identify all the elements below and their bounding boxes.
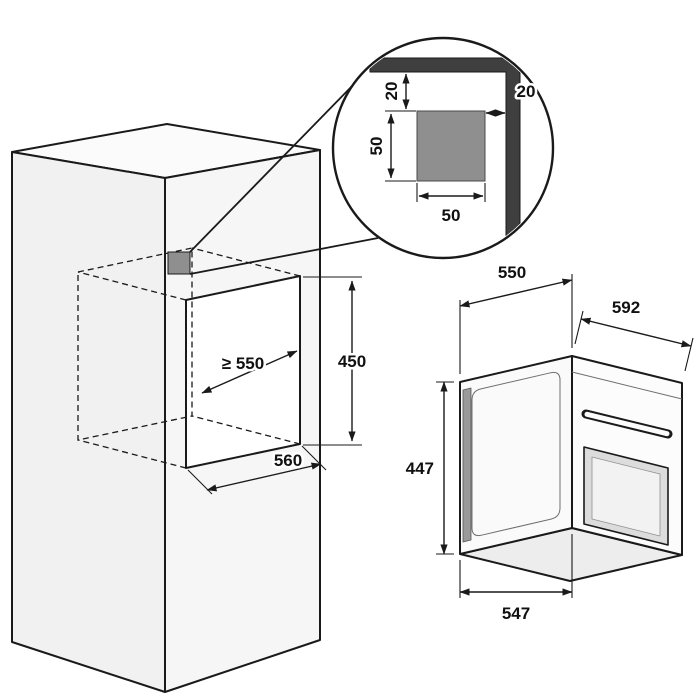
cavity-bottom-right-dashed xyxy=(191,415,301,445)
cutout-width-label: 50 xyxy=(442,206,461,225)
ext-line xyxy=(574,310,584,345)
oven-door-glass-inner xyxy=(591,456,661,537)
ext-line xyxy=(684,337,694,372)
niche-width-label: 560 xyxy=(274,451,302,470)
dim-niche-height: 450 xyxy=(303,276,369,446)
vent-cutout-square xyxy=(416,110,486,182)
cabinet-left-face xyxy=(11,151,166,693)
dim-oven-width: 592 xyxy=(574,296,694,372)
dim-detail-gap-side: 20 xyxy=(485,80,538,117)
oven-height-label: 447 xyxy=(406,459,434,478)
oven-top-depth-label: 550 xyxy=(498,263,526,282)
oven-side-face xyxy=(459,355,573,555)
dim-arrow xyxy=(459,278,573,308)
ext-line xyxy=(301,445,327,471)
cutout-height-label: 50 xyxy=(367,137,386,156)
vent-cutout-marker xyxy=(167,251,191,275)
cavity-top-left-dashed xyxy=(77,271,187,301)
oven-side-trim xyxy=(462,387,472,543)
dim-arrow xyxy=(580,317,692,348)
cabinet-drawing xyxy=(11,123,321,693)
dim-oven-depth-top: 550 xyxy=(459,261,573,374)
callout-leader-upper xyxy=(189,81,357,253)
oven-width-label: 592 xyxy=(612,298,640,317)
niche-height-label: 450 xyxy=(338,352,366,371)
oven-bottom-depth-label: 547 xyxy=(502,604,530,623)
cavity-bottom-left-dashed xyxy=(77,439,187,469)
gap-top-label: 20 xyxy=(382,82,401,101)
hidden-cavity-lines xyxy=(77,247,301,469)
oven-handle-inner xyxy=(584,411,670,437)
dim-arrow xyxy=(201,350,298,394)
dim-detail-cutout-width: 50 xyxy=(416,183,486,228)
dim-detail-cutout-height: 50 xyxy=(365,110,416,182)
cavity-top-right-dashed xyxy=(191,247,301,277)
oven-door-seam xyxy=(571,371,683,400)
dim-niche-width: 560 xyxy=(187,445,327,495)
dim-niche-depth: ≥ 550 xyxy=(201,350,298,394)
niche-depth-label: ≥ 550 xyxy=(222,354,264,373)
gap-side-label: 20 xyxy=(517,82,536,101)
detail-callout: 20 20 50 50 xyxy=(189,36,555,275)
dim-detail-gap-top: 20 xyxy=(380,73,410,110)
oven-side-panel xyxy=(471,371,561,537)
callout-leader-lower xyxy=(189,237,379,275)
dim-arrow xyxy=(206,462,322,492)
dim-oven-depth-bottom: 547 xyxy=(459,534,573,626)
oven-drawing xyxy=(459,355,683,582)
dim-oven-height: 447 xyxy=(403,381,454,555)
